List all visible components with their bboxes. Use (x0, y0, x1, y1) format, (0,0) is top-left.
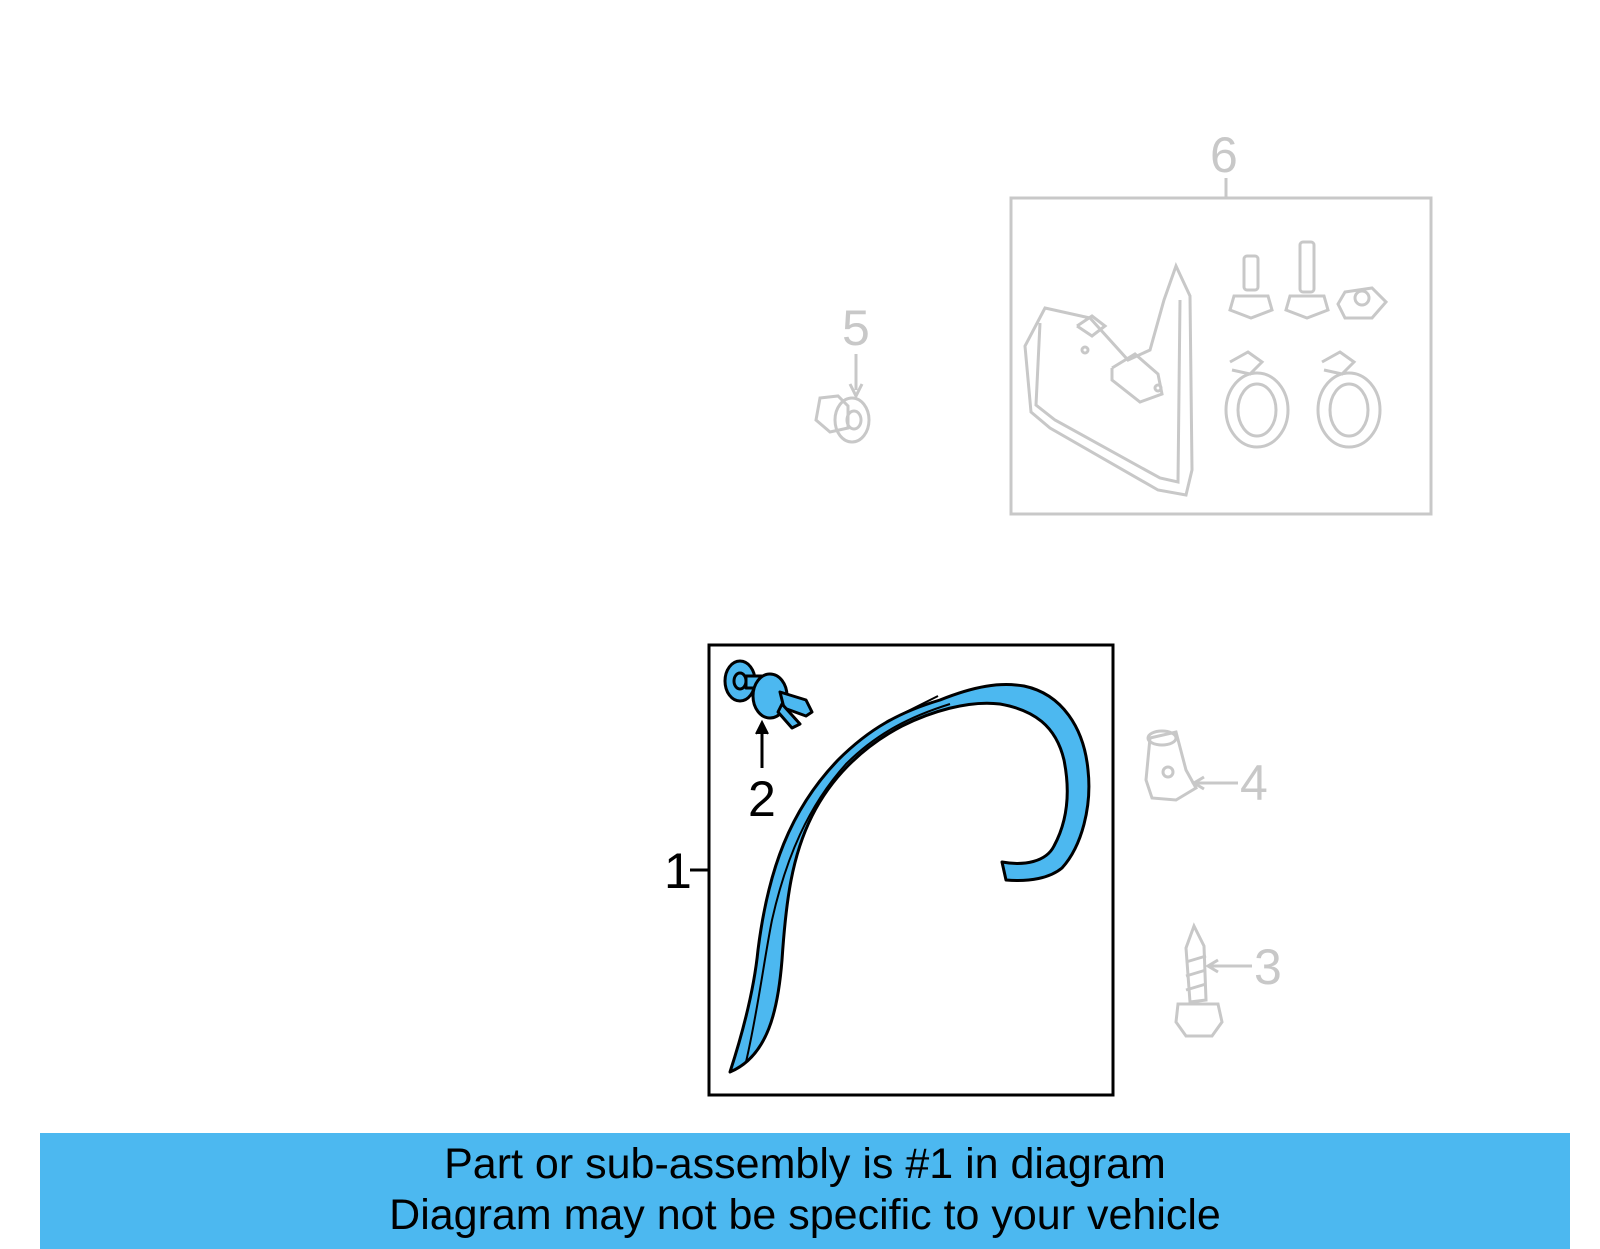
mud-flap-hole-2 (1153, 383, 1163, 393)
bolt-short (1228, 254, 1274, 320)
part-3-group (1174, 922, 1252, 1038)
wheel-arch-inner-edge (745, 703, 951, 1063)
part-4-group (1144, 729, 1238, 802)
clamp-left (1224, 350, 1290, 449)
wheel-arch-step (885, 695, 939, 723)
mud-flap-hole-1 (1080, 345, 1090, 355)
clip-5-shape (814, 394, 850, 434)
nut-clip-4-hole (1161, 765, 1175, 779)
part-2-arrowhead (755, 719, 769, 735)
part-2-clip (723, 659, 814, 730)
banner-line-2: Diagram may not be specific to your vehi… (389, 1191, 1221, 1239)
wheel-arch-molding (728, 683, 1091, 1074)
part-6-box (1009, 196, 1433, 516)
part-5-group (814, 354, 871, 444)
nut-clip-4-top (1146, 729, 1178, 747)
info-banner: Part or sub-assembly is #1 in diagram Di… (40, 1133, 1570, 1249)
clip-5-head (833, 396, 871, 444)
part-5-arrowhead (848, 383, 864, 400)
callout-2: 2 (748, 771, 776, 827)
bolt-long (1284, 240, 1330, 320)
callout-3: 3 (1254, 939, 1282, 995)
mud-flap-inner (1034, 299, 1182, 484)
nut-clip-4-shape (1144, 730, 1199, 802)
mud-flap-tab-2 (1110, 352, 1164, 404)
mud-flap-shape (1023, 262, 1194, 497)
callout-5: 5 (842, 300, 870, 356)
mud-flap-tab-1 (1076, 314, 1108, 338)
part-4-arrowhead (1191, 775, 1205, 791)
banner-line-1: Part or sub-assembly is #1 in diagram (444, 1140, 1166, 1188)
screw-3-head (1174, 1002, 1224, 1038)
nut (1336, 286, 1389, 320)
part-3-arrowhead (1205, 958, 1219, 974)
callout-6: 6 (1210, 127, 1238, 183)
clamp-right (1316, 350, 1382, 449)
callout-1: 1 (664, 843, 692, 899)
clip-5-hole (845, 409, 863, 431)
screw-3-shaft (1184, 922, 1208, 1004)
part-6-group (1009, 178, 1433, 516)
callout-4: 4 (1240, 755, 1268, 811)
